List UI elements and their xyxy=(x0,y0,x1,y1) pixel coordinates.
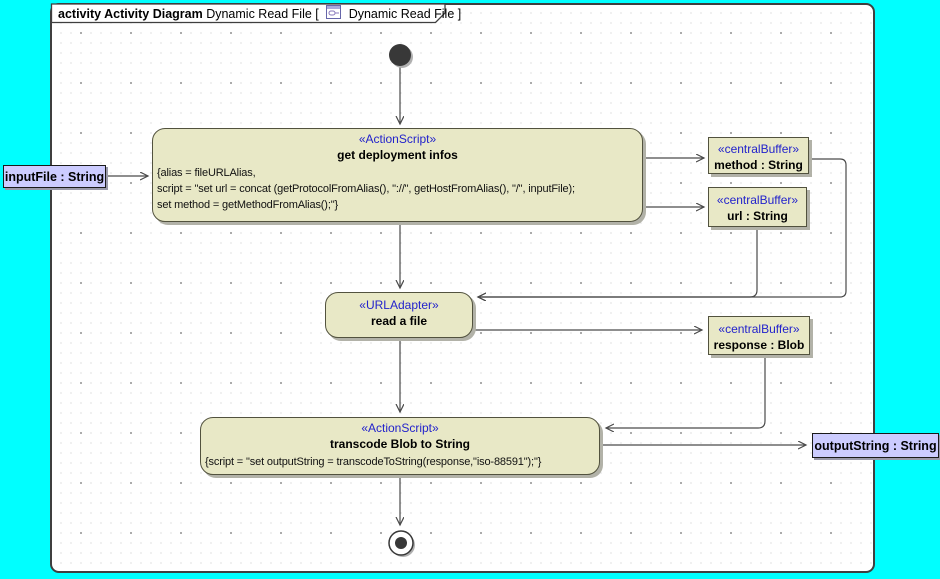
action-script-body: {script = "set outputString = transcodeT… xyxy=(201,452,599,470)
activity-diagram-icon xyxy=(326,5,342,22)
action-script-body: {alias = fileURLAlias, script = "set url… xyxy=(153,163,642,213)
parameter-label: inputFile : String xyxy=(4,169,105,184)
stereotype-label: «ActionScript» xyxy=(358,132,437,146)
action-read-a-file[interactable]: «URLAdapter» read a file xyxy=(325,292,473,338)
edge-url-to-read[interactable] xyxy=(478,228,758,297)
parameter-inputfile[interactable]: inputFile : String xyxy=(3,165,106,188)
initial-node[interactable] xyxy=(389,44,411,66)
stereotype-label: «centralBuffer» xyxy=(716,193,799,207)
header-kind: activity Activity Diagram xyxy=(58,6,203,21)
action-name: read a file xyxy=(370,314,428,328)
diagram-header: activity Activity Diagram Dynamic Read F… xyxy=(58,5,462,22)
script-line: {alias = fileURLAlias, xyxy=(157,167,256,179)
diagram-frame xyxy=(50,3,875,573)
header-name: Dynamic Read File [ xyxy=(202,6,323,21)
stereotype-label: «centralBuffer» xyxy=(718,321,800,336)
parameter-label: outputString : String xyxy=(814,438,937,453)
action-name: get deployment infos xyxy=(337,148,458,162)
buffer-name: response : Blob xyxy=(713,337,805,352)
edge-method-to-read[interactable] xyxy=(478,158,847,297)
central-buffer-method[interactable]: «centralBuffer» method : String xyxy=(708,137,809,174)
stereotype-label: «ActionScript» xyxy=(361,421,439,435)
header-context: Dynamic Read File xyxy=(345,6,458,21)
final-node-dot xyxy=(395,537,407,549)
stereotype-label: «URLAdapter» xyxy=(359,298,439,312)
action-transcode-blob-to-string[interactable]: «ActionScript» transcode Blob to String … xyxy=(200,417,600,475)
buffer-name: url : String xyxy=(727,209,788,223)
stereotype-label: «centralBuffer» xyxy=(717,141,800,156)
header-close: ] xyxy=(457,6,462,21)
central-buffer-response[interactable]: «centralBuffer» response : Blob xyxy=(708,316,810,355)
central-buffer-url[interactable]: «centralBuffer» url : String xyxy=(708,187,807,227)
parameter-outputstring[interactable]: outputString : String xyxy=(812,433,939,458)
buffer-name: method : String xyxy=(714,157,803,172)
script-line: script = "set url = concat (getProtocolF… xyxy=(157,183,575,195)
action-name: transcode Blob to String xyxy=(329,437,470,451)
script-line: {script = "set outputString = transcodeT… xyxy=(205,456,542,468)
diagram-frame-tab[interactable] xyxy=(50,3,446,24)
edge-response-to-transcode[interactable] xyxy=(606,356,766,428)
script-line: set method = getMethodFromAlias();"} xyxy=(157,199,339,211)
action-get-deployment-infos[interactable]: «ActionScript» get deployment infos {ali… xyxy=(152,128,643,222)
